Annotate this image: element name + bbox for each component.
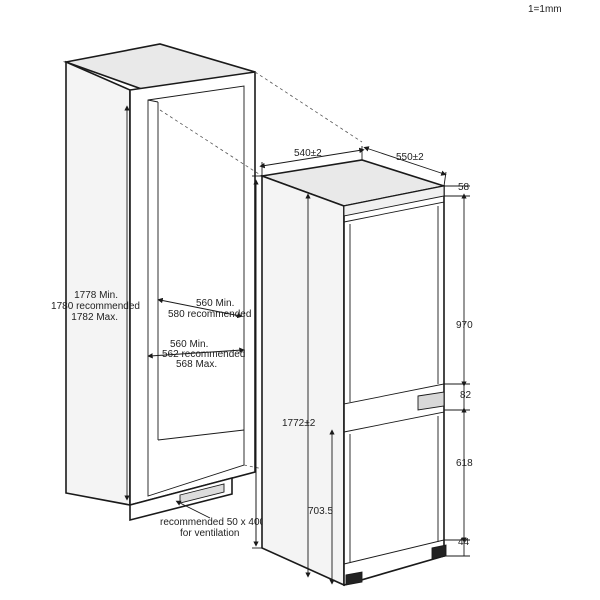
right-dimension-chain: 58 970 82 618 44 bbox=[444, 182, 473, 557]
fridge-appliance bbox=[258, 159, 447, 587]
scale-note: 1=1mm bbox=[528, 4, 562, 15]
svg-text:82: 82 bbox=[460, 390, 472, 401]
svg-text:703.5: 703.5 bbox=[308, 506, 333, 517]
cabinet-width-dimension: 560 Min. 562 recommended 568 Max. bbox=[147, 339, 245, 370]
hinge-height-dimension: 703.5 bbox=[308, 429, 335, 585]
svg-text:562 recommended: 562 recommended bbox=[162, 349, 245, 360]
svg-text:58: 58 bbox=[458, 182, 470, 193]
svg-text:568 Max.: 568 Max. bbox=[176, 359, 217, 370]
svg-text:550±2: 550±2 bbox=[396, 152, 424, 163]
svg-text:for ventilation: for ventilation bbox=[180, 528, 239, 539]
ventilation-annotation: recommended 50 x 400 for ventilation bbox=[160, 500, 266, 539]
cabinet-depth-dimension: 560 Min. 580 recommended bbox=[157, 297, 251, 320]
cabinet-niche bbox=[62, 43, 256, 522]
svg-text:1782 Max.: 1782 Max. bbox=[71, 312, 118, 323]
svg-text:540±2: 540±2 bbox=[294, 148, 322, 159]
svg-text:560 Min.: 560 Min. bbox=[170, 339, 208, 350]
cabinet-height-dimension: 1778 Min. 1780 recommended 1782 Max. bbox=[51, 105, 140, 501]
svg-text:1780 recommended: 1780 recommended bbox=[51, 301, 140, 312]
svg-text:580 recommended: 580 recommended bbox=[168, 309, 251, 320]
svg-text:1778 Min.: 1778 Min. bbox=[74, 290, 118, 301]
svg-text:44: 44 bbox=[458, 537, 470, 548]
svg-text:1772±2: 1772±2 bbox=[282, 418, 316, 429]
appliance-height-dimension: 1772±2 bbox=[252, 175, 316, 578]
svg-text:970: 970 bbox=[456, 320, 473, 331]
svg-text:560 Min.: 560 Min. bbox=[196, 298, 234, 309]
appliance-depth-dimension: 550±2 bbox=[363, 146, 447, 187]
svg-text:recommended 50 x 400: recommended 50 x 400 bbox=[160, 517, 266, 528]
svg-text:618: 618 bbox=[456, 458, 473, 469]
appliance-width-dimension: 540±2 bbox=[259, 146, 365, 176]
